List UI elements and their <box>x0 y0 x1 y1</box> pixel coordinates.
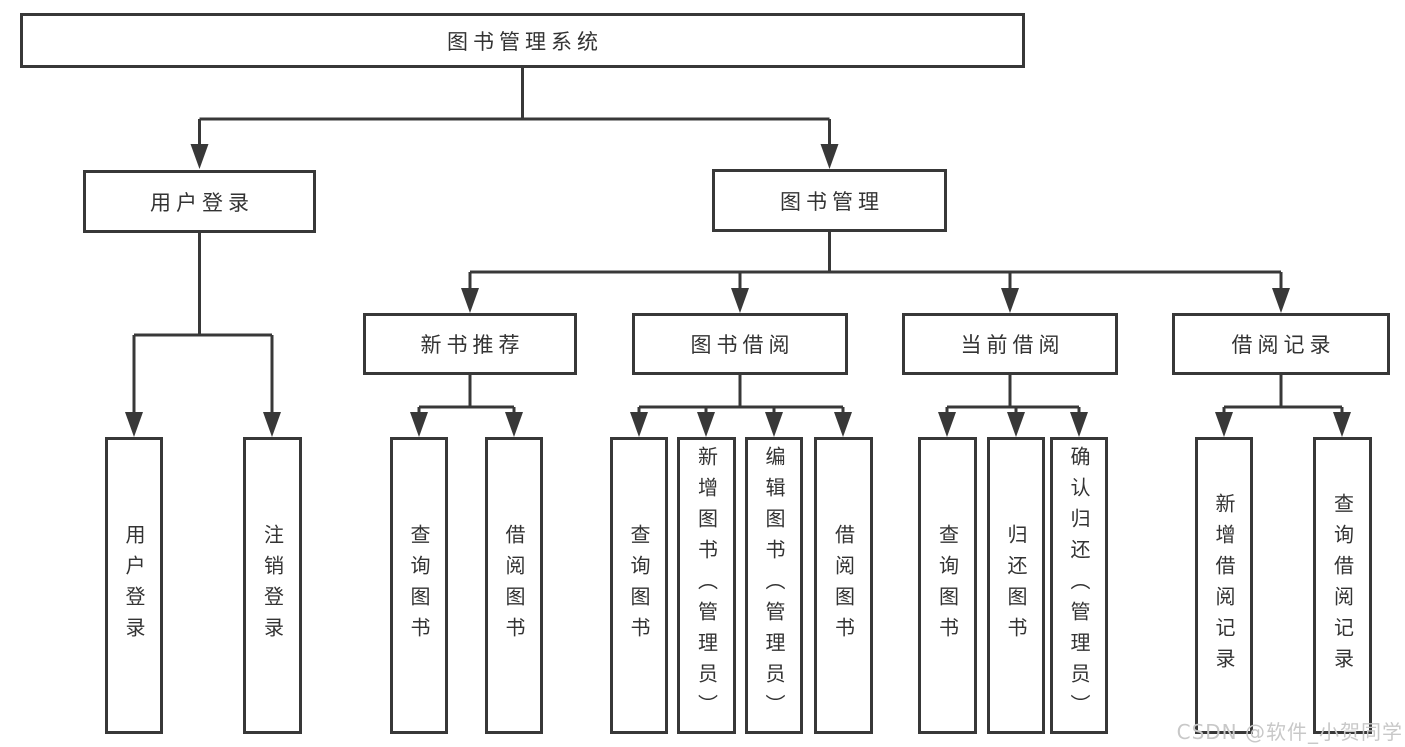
node-current-borrow: 当前借阅 <box>902 313 1118 375</box>
node-root-library-system: 图书管理系统 <box>20 13 1025 68</box>
leaf-logout-label: 注销登录 <box>260 523 285 648</box>
node-user-login: 用户登录 <box>83 170 316 233</box>
connector-book-borrow-to-leaves <box>630 375 852 437</box>
watermark-text: CSDN @软件_小贺同学 <box>1176 720 1403 744</box>
node-new-book-recommend: 新书推荐 <box>363 313 577 375</box>
leaf-user-login: 用户登录 <box>105 437 163 734</box>
leaf-user-login-label: 用户登录 <box>122 523 146 648</box>
node-borrow-records: 借阅记录 <box>1172 313 1390 375</box>
connector-new-book-recommend-to-leaves <box>410 375 523 437</box>
leaf-query-books-recommend-label: 查询图书 <box>407 523 431 648</box>
leaf-query-borrow-record-label: 查询借阅记录 <box>1330 492 1355 679</box>
leaf-query-books-current: 查询图书 <box>918 437 977 734</box>
leaf-query-books-current-label: 查询图书 <box>935 523 960 648</box>
node-current-borrow-label: 当前借阅 <box>960 333 1065 357</box>
leaf-return-books: 归还图书 <box>987 437 1045 734</box>
leaf-edit-books-admin: 编辑图书（管理员） <box>745 437 803 734</box>
leaf-borrow-books-recommend-label: 借阅图书 <box>502 523 526 648</box>
leaf-return-books-label: 归还图书 <box>1004 523 1028 648</box>
leaf-add-borrow-record-label: 新增借阅记录 <box>1212 492 1236 679</box>
node-borrow-records-label: 借阅记录 <box>1231 333 1336 357</box>
leaf-add-books-admin: 新增图书（管理员） <box>677 437 736 734</box>
node-book-management-label: 图书管理 <box>780 189 884 214</box>
leaf-confirm-return-admin-label: 确认归还（管理员） <box>1067 446 1091 725</box>
connector-borrow-records-to-leaves <box>1215 375 1351 437</box>
leaf-borrow-books-recommend: 借阅图书 <box>485 437 543 734</box>
leaf-add-books-admin-label: 新增图书（管理员） <box>694 446 719 725</box>
node-book-management: 图书管理 <box>712 169 947 232</box>
node-user-login-label: 用户登录 <box>150 190 254 215</box>
node-new-book-recommend-label: 新书推荐 <box>420 333 525 357</box>
leaf-confirm-return-admin: 确认归还（管理员） <box>1050 437 1108 734</box>
leaf-add-borrow-record: 新增借阅记录 <box>1195 437 1253 734</box>
node-book-borrow: 图书借阅 <box>632 313 848 375</box>
leaf-borrow-books-label: 借阅图书 <box>831 523 856 648</box>
connector-root-to-level2 <box>190 68 839 169</box>
leaf-query-borrow-record: 查询借阅记录 <box>1313 437 1372 734</box>
connector-current-borrow-to-leaves <box>938 375 1088 437</box>
node-root-label: 图书管理系统 <box>447 29 603 54</box>
connector-user-login-to-leaves <box>125 233 281 437</box>
node-book-borrow-label: 图书借阅 <box>690 333 795 357</box>
leaf-edit-books-admin-label: 编辑图书（管理员） <box>762 446 786 725</box>
leaf-query-books-borrow: 查询图书 <box>610 437 668 734</box>
leaf-borrow-books: 借阅图书 <box>814 437 873 734</box>
leaf-query-books-recommend: 查询图书 <box>390 437 448 734</box>
leaf-logout: 注销登录 <box>243 437 302 734</box>
leaf-query-books-borrow-label: 查询图书 <box>627 523 651 648</box>
connector-book-management-to-level3 <box>461 232 1290 313</box>
